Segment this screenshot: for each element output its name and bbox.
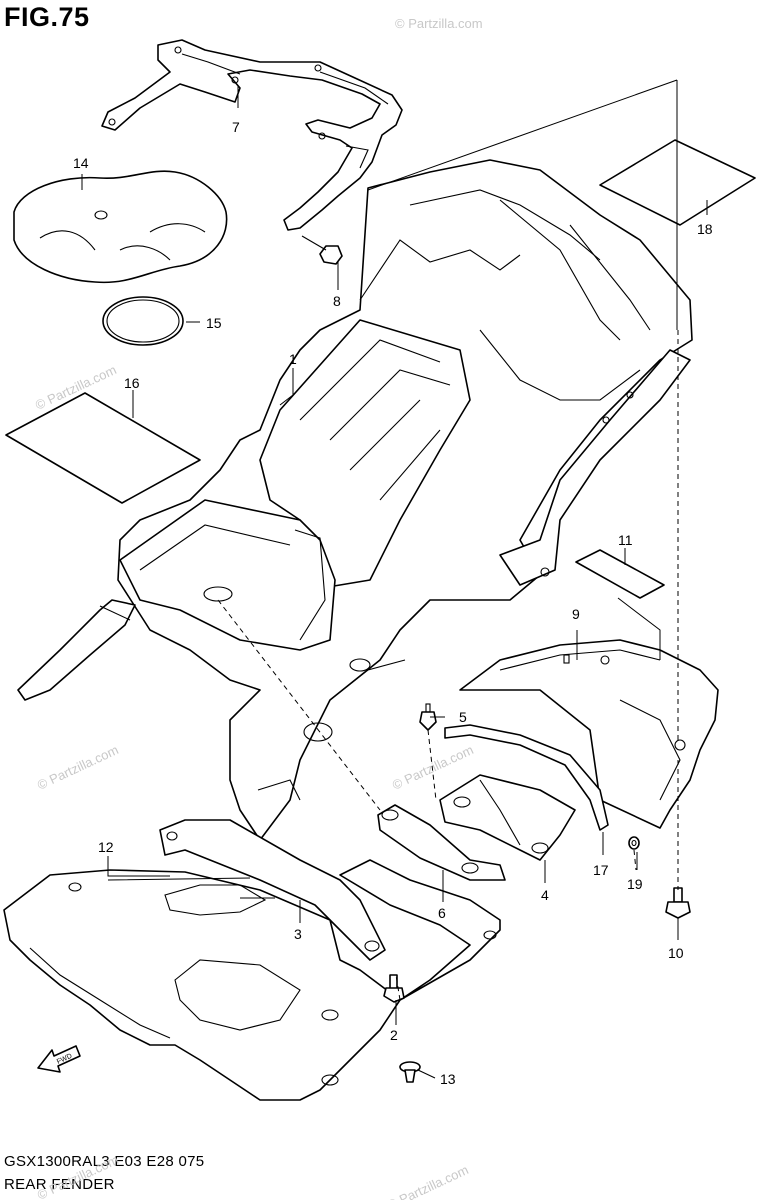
watermark-text: © Partzilla.com bbox=[35, 742, 121, 793]
callout-19: 19 bbox=[627, 876, 643, 892]
callout-4: 4 bbox=[541, 887, 549, 903]
callout-14: 14 bbox=[73, 155, 89, 171]
callout-6: 6 bbox=[438, 905, 446, 921]
fastener-19 bbox=[628, 836, 640, 850]
watermark-text: © Partzilla.com bbox=[395, 16, 483, 31]
part-15-ring-inner bbox=[106, 299, 180, 343]
rear-fender-main bbox=[17, 159, 693, 841]
part-6-flap bbox=[377, 804, 506, 881]
part-4-block bbox=[439, 774, 576, 861]
callout-5: 5 bbox=[459, 709, 467, 725]
callout-1: 1 bbox=[289, 351, 297, 367]
fwd-arrow-icon: FWD bbox=[37, 1045, 81, 1073]
fastener-10 bbox=[665, 887, 691, 919]
callout-7: 7 bbox=[232, 119, 240, 135]
watermark-text: © Partzilla.com bbox=[385, 1162, 471, 1200]
part-6-hole bbox=[461, 862, 479, 874]
callout-15: 15 bbox=[206, 315, 222, 331]
callout-labels: 1 2 3 4 5 6 7 8 9 10 11 12 13 14 15 16 1… bbox=[73, 119, 713, 1087]
callout-2: 2 bbox=[390, 1027, 398, 1043]
callout-17: 17 bbox=[593, 862, 609, 878]
fastener-13 bbox=[399, 1061, 421, 1083]
part-15-ring bbox=[102, 296, 184, 346]
part-6-hole bbox=[381, 809, 399, 821]
fastener-2 bbox=[383, 974, 405, 1003]
part-7-grab-rail bbox=[101, 39, 403, 231]
figure-name: REAR FENDER bbox=[4, 1176, 115, 1193]
callout-10: 10 bbox=[668, 945, 684, 961]
part-11-pad bbox=[575, 549, 665, 599]
watermark-text: © Partzilla.com bbox=[35, 1152, 121, 1200]
figure-title: FIG.75 bbox=[4, 2, 90, 32]
part-14-seat-pad bbox=[13, 170, 228, 284]
model-code: GSX1300RAL3 E03 E28 075 bbox=[4, 1153, 205, 1170]
callout-18: 18 bbox=[697, 221, 713, 237]
callout-8: 8 bbox=[333, 293, 341, 309]
fastener-8 bbox=[301, 235, 343, 265]
part-16-pad-sheet bbox=[5, 392, 201, 504]
part-9-bracket bbox=[459, 639, 719, 829]
callout-16: 16 bbox=[124, 375, 140, 391]
callout-13: 13 bbox=[440, 1071, 456, 1087]
callout-3: 3 bbox=[294, 926, 302, 942]
part-17-strip bbox=[444, 724, 609, 831]
leader-lines bbox=[81, 79, 708, 1079]
callout-9: 9 bbox=[572, 606, 580, 622]
assembly-lines bbox=[217, 330, 679, 1001]
callout-12: 12 bbox=[98, 839, 114, 855]
part-3-plate bbox=[159, 819, 386, 961]
part-12-undertray bbox=[3, 859, 501, 1101]
callout-11: 11 bbox=[618, 532, 633, 548]
